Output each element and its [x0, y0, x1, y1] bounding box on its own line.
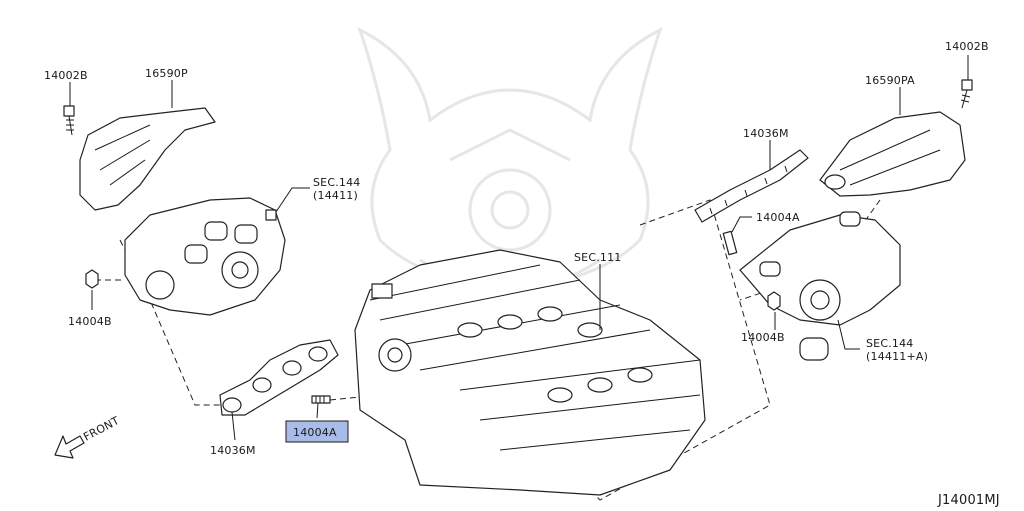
nut-right[interactable]: [767, 291, 781, 311]
bolt-right[interactable]: [960, 79, 973, 109]
part-label-nut-left[interactable]: 14004B: [68, 315, 112, 328]
bolt-left[interactable]: [63, 105, 75, 136]
stud-left[interactable]: [311, 395, 331, 404]
turbo-manifold-left[interactable]: [124, 197, 286, 316]
leader-lines: [69, 55, 969, 441]
nut-left[interactable]: [85, 269, 99, 289]
part-label-bolt-right[interactable]: 14002B: [945, 40, 989, 53]
selected-part-highlight[interactable]: [285, 420, 349, 443]
heat-shield-right[interactable]: [819, 111, 966, 197]
part-label-sec144-left[interactable]: SEC.144: [313, 176, 361, 189]
front-label: FRONT: [81, 414, 121, 444]
engine-cylinder-heads[interactable]: [354, 249, 706, 496]
diagram-id: J14001MJ: [937, 493, 1000, 508]
part-label-nut-right[interactable]: 14004B: [741, 331, 785, 344]
front-arrow-icon: [54, 435, 85, 459]
part-label-gasket-left[interactable]: 14036M: [210, 444, 256, 457]
part-label-stud-left[interactable]: 14004A: [293, 426, 337, 439]
heat-shield-left[interactable]: [79, 107, 216, 211]
gasket-right[interactable]: [694, 149, 809, 223]
gasket-left[interactable]: [219, 339, 339, 416]
part-label-sec144-right[interactable]: SEC.144: [866, 337, 914, 350]
part-label-sec144-left-ref: (14411): [313, 189, 358, 202]
part-label-sec111[interactable]: SEC.111: [574, 251, 622, 264]
part-label-heat-shield-left[interactable]: 16590P: [145, 67, 188, 80]
stud-right[interactable]: [722, 230, 738, 256]
part-label-stud-right[interactable]: 14004A: [756, 211, 800, 224]
part-label-sec144-right-ref: (14411+A): [866, 350, 928, 363]
part-label-heat-shield-right[interactable]: 16590PA: [865, 74, 915, 87]
part-label-gasket-right[interactable]: 14036M: [743, 127, 789, 140]
part-label-bolt-left[interactable]: 14002B: [44, 69, 88, 82]
